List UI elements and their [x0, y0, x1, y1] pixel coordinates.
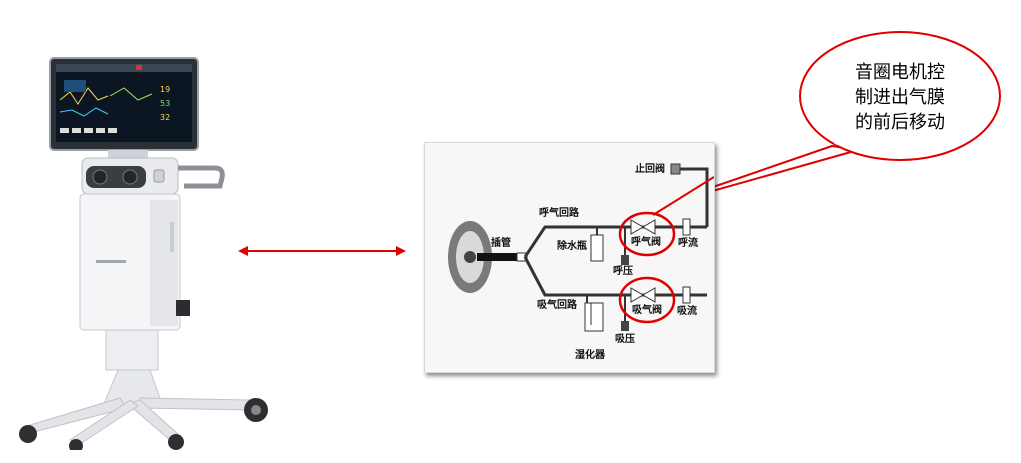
exhale-valve: [630, 219, 644, 235]
diagram-lines: [448, 163, 714, 332]
pneumatic-diagram: 止回阀 呼气回路 插管 除水瓶 呼气阀 呼流 呼压 吸气回路 吸气阀 吸流 吸压…: [424, 142, 715, 373]
callout-line-1: 音圈电机控: [855, 62, 945, 83]
exhale-flow-sensor: [682, 218, 691, 236]
exhale-valve-highlight: [618, 211, 676, 257]
label-intubation: 插管: [491, 238, 511, 249]
callout-line-2: 制进出气膜: [855, 87, 945, 108]
label-humidifier: 湿化器: [575, 350, 605, 361]
arrow-head-left: [238, 246, 248, 256]
label-inhale-valve: 吸气阀: [632, 305, 662, 316]
inhale-valve-highlight: [618, 276, 676, 324]
screen-readout-3: 32: [160, 113, 170, 122]
label-exhale-valve: 呼气阀: [631, 237, 661, 248]
label-inhale-flow: 吸流: [677, 306, 697, 317]
label-exhale-flow: 呼流: [678, 238, 698, 249]
ventilator-image: 19 53 32: [19, 57, 268, 450]
screen-readout-1: 19: [160, 85, 170, 94]
inhale-pressure-sensor: [621, 321, 629, 331]
callout-text: 音圈电机控 制进出气膜 的前后移动: [820, 60, 980, 135]
label-inhale-circuit: 吸气回路: [537, 300, 577, 311]
stop-valve: [670, 163, 681, 175]
arrow-head-right: [396, 246, 406, 256]
label-stop-valve: 止回阀: [635, 164, 665, 175]
label-exhale-pressure: 呼压: [613, 266, 633, 277]
inhale-valve: [630, 287, 644, 303]
water-trap: [590, 234, 604, 262]
callout-line-3: 的前后移动: [855, 112, 945, 133]
label-exhale-circuit: 呼气回路: [539, 208, 579, 219]
exhale-pressure-sensor: [621, 255, 629, 265]
humidifier: [584, 302, 604, 332]
label-water-trap: 除水瓶: [557, 241, 587, 252]
intubation-tube: [477, 253, 523, 261]
inhale-flow-sensor: [682, 286, 691, 304]
screen-readout-2: 53: [160, 99, 170, 108]
double-arrow: [238, 246, 406, 256]
label-inhale-pressure: 吸压: [615, 334, 635, 345]
